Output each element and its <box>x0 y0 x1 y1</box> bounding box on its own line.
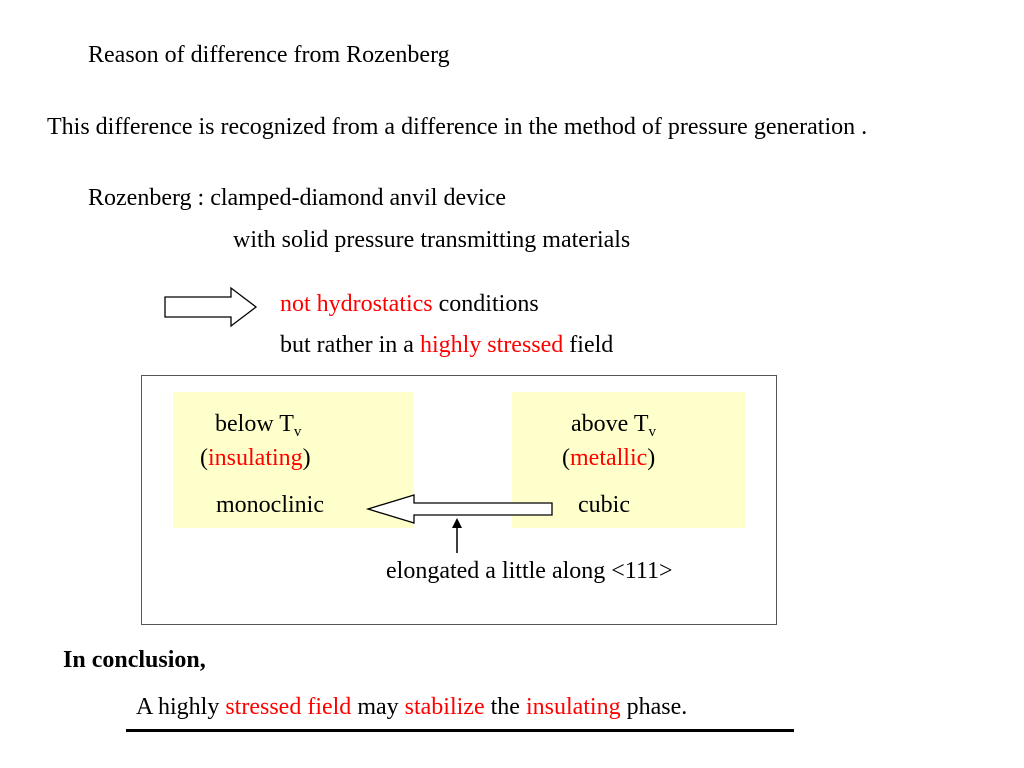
below-tv-label: below Tv <box>215 411 301 440</box>
highly-stressed-text: highly stressed <box>419 332 564 358</box>
stabilize-text: stabilize <box>404 694 485 720</box>
implies-arrow-icon <box>164 286 258 328</box>
below-tv-text: below T <box>215 411 294 437</box>
below-tv-subscript: v <box>293 424 302 440</box>
paren-close: ) <box>647 445 656 471</box>
below-tv-panel <box>173 392 414 528</box>
transition-arrow-icon <box>365 494 553 524</box>
but-rather-text: but rather in a <box>280 332 420 358</box>
phase-text: phase. <box>620 694 688 720</box>
elongation-note: elongated a little along <111> <box>386 558 673 584</box>
not-hydrostatics-text: not hydrostatics <box>280 291 433 317</box>
the-text: the <box>484 694 526 720</box>
conclusion-heading: In conclusion, <box>63 647 206 673</box>
consequence-line-2: but rather in a highly stressed field <box>280 333 613 357</box>
conclusion-sentence: A highly stressed field may stabilize th… <box>136 695 687 719</box>
method-line-1: Rozenberg : clamped-diamond anvil device <box>88 185 507 211</box>
above-tv-subscript: v <box>648 424 657 440</box>
field-text: field <box>563 332 614 358</box>
paren-close: ) <box>302 445 311 471</box>
intro-sentence: This difference is recognized from a dif… <box>47 114 868 140</box>
pointer-arrow-icon <box>452 518 462 553</box>
metallic-phase-label: (metallic) <box>562 446 655 470</box>
a-highly-text: A highly <box>136 694 226 720</box>
diagram-frame <box>141 375 777 625</box>
paren-open: ( <box>200 445 208 471</box>
insulating-word-text: insulating <box>525 694 621 720</box>
metallic-text: metallic <box>570 445 648 471</box>
paren-open: ( <box>562 445 570 471</box>
above-tv-text: above T <box>571 411 649 437</box>
slide-heading: Reason of difference from Rozenberg <box>88 42 450 68</box>
stressed-field-text: stressed field <box>225 694 352 720</box>
method-line-2: with solid pressure transmitting materia… <box>233 227 631 253</box>
may-text: may <box>351 694 405 720</box>
cubic-label: cubic <box>578 492 630 518</box>
above-tv-label: above Tv <box>571 411 656 440</box>
insulating-phase-label: (insulating) <box>200 446 311 470</box>
conditions-text: conditions <box>432 291 539 317</box>
monoclinic-label: monoclinic <box>216 492 324 518</box>
consequence-line-1: not hydrostatics conditions <box>280 292 539 316</box>
insulating-text: insulating <box>208 445 303 471</box>
conclusion-underline <box>126 729 794 732</box>
